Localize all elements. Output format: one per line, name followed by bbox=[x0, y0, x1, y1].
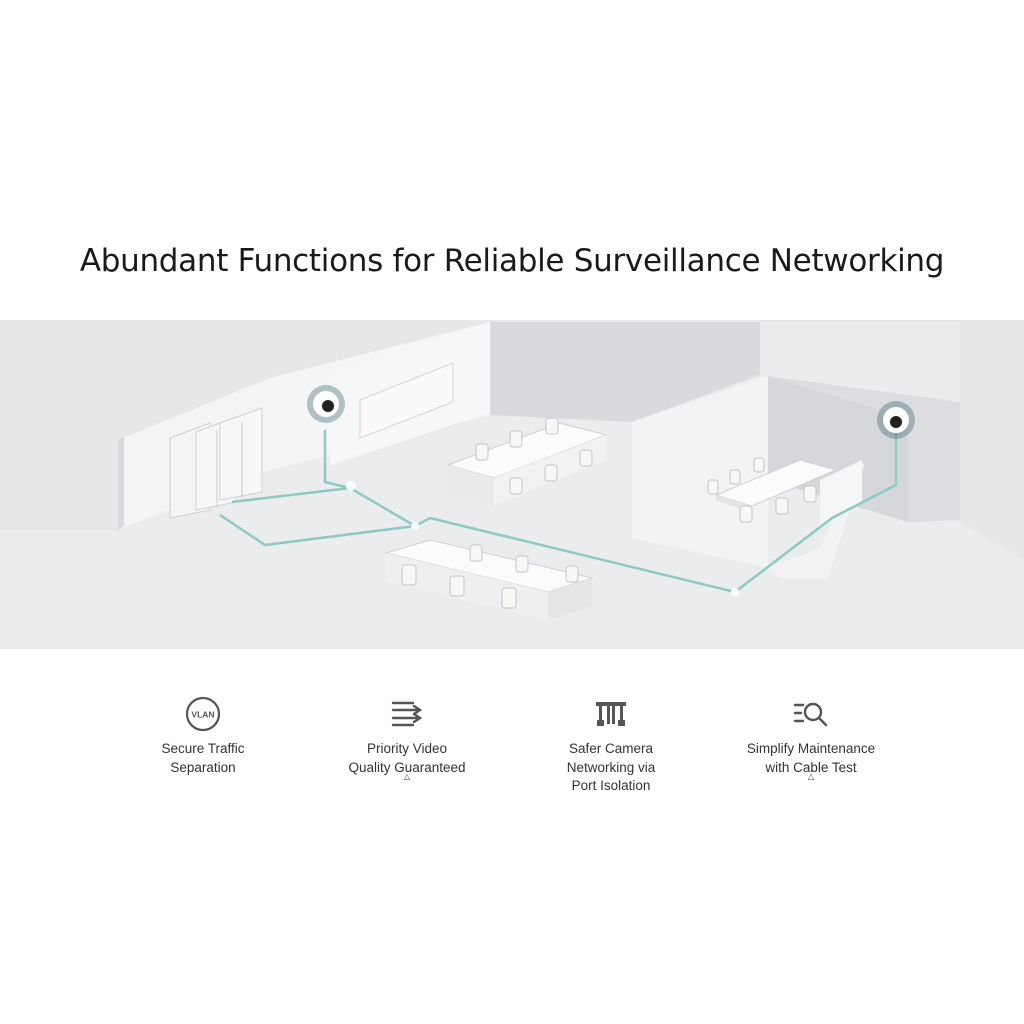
feature-port-isolation: Safer Camera Networking via Port Isolati… bbox=[501, 694, 721, 796]
office-surveillance-illustration bbox=[0, 320, 1024, 649]
vlan-icon: VLAN bbox=[185, 696, 221, 732]
feature-priority-video-quality: Priority Video Quality Guaranteed△ bbox=[297, 694, 517, 781]
feature-label: Secure Traffic Separation bbox=[161, 741, 245, 775]
cable-test-search-icon bbox=[793, 702, 828, 727]
feature-cable-test: Simplify Maintenance with Cable Test△ bbox=[701, 694, 921, 781]
svg-text:VLAN: VLAN bbox=[191, 710, 214, 720]
page-headline: Abundant Functions for Reliable Surveill… bbox=[79, 243, 945, 279]
feature-label: Priority Video Quality Guaranteed△ bbox=[348, 741, 466, 781]
feature-label: Simplify Maintenance with Cable Test△ bbox=[746, 741, 876, 781]
feature-secure-traffic-separation: VLAN Secure Traffic Separation bbox=[93, 694, 313, 777]
feature-label: Safer Camera Networking via Port Isolati… bbox=[566, 741, 656, 793]
priority-arrows-icon bbox=[391, 701, 423, 727]
port-isolation-icon bbox=[596, 702, 626, 726]
